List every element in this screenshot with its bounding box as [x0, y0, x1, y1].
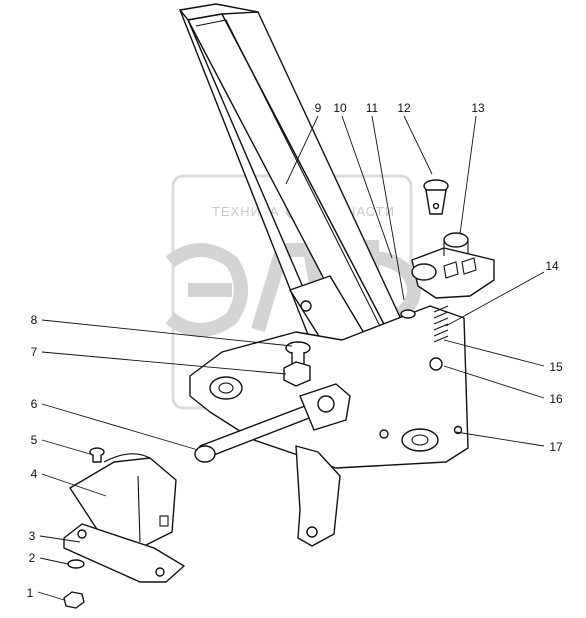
leader-17 — [455, 431, 545, 447]
spring-coils — [433, 305, 449, 343]
cover-notch — [159, 515, 169, 527]
callout-8: 8 — [31, 313, 38, 327]
pin-cross-hole — [432, 202, 440, 210]
nut-7 — [283, 361, 311, 387]
screw-5 — [89, 447, 105, 463]
plate-hole-right — [401, 428, 439, 452]
leader-8 — [41, 319, 293, 347]
callout-11: 11 — [366, 101, 379, 115]
leader-1 — [37, 591, 65, 601]
callout-15: 15 — [549, 360, 563, 374]
cover-curve — [103, 453, 151, 463]
cover-block-4 — [69, 453, 177, 549]
base-plate-hole-1 — [77, 529, 87, 539]
base-plate-3 — [63, 523, 185, 583]
pin-shank — [425, 189, 447, 215]
callout-12: 12 — [397, 101, 411, 115]
screw-shank — [92, 455, 102, 463]
leader-5 — [41, 439, 91, 455]
leader-14 — [445, 271, 545, 327]
callout-labels: 1 2 3 4 5 6 7 8 9 10 11 12 13 14 15 16 1… — [27, 101, 563, 600]
leader-15 — [443, 339, 545, 367]
latch-tooth-2 — [461, 257, 477, 275]
leader-4 — [41, 473, 107, 497]
washer-2 — [67, 559, 85, 569]
base-plate-hole-2 — [155, 567, 165, 577]
pedal-arm-groove — [195, 19, 399, 363]
leader-11 — [371, 115, 405, 301]
callout-14: 14 — [545, 259, 559, 273]
lever-bolt-upper — [300, 300, 312, 312]
leader-10 — [341, 115, 393, 259]
shaft-end — [194, 445, 216, 463]
latch-eye — [411, 263, 437, 281]
callout-7: 7 — [31, 345, 38, 359]
callout-2: 2 — [29, 551, 36, 565]
spring-14 — [433, 305, 449, 343]
callout-3: 3 — [29, 529, 36, 543]
callout-17: 17 — [549, 440, 563, 454]
plate-small-hole-1 — [379, 429, 389, 439]
callout-5: 5 — [31, 433, 38, 447]
callout-4: 4 — [31, 467, 38, 481]
latch-assembly — [400, 232, 495, 319]
lower-arm-hole — [306, 526, 318, 538]
small-pin-11 — [400, 309, 416, 319]
plate-hole-left-inner — [218, 382, 234, 394]
plate-hole-right-inner — [411, 434, 429, 446]
callout-16: 16 — [549, 392, 563, 406]
callout-6: 6 — [31, 397, 38, 411]
watermark-logo-e — [165, 243, 248, 337]
bolt-assembly — [283, 341, 311, 387]
shaft-6 — [194, 383, 351, 463]
callout-9: 9 — [315, 101, 322, 115]
leader-12 — [403, 115, 433, 175]
latch-cylinder-top-13 — [443, 232, 469, 248]
leader-lines — [37, 115, 545, 601]
callout-1: 1 — [27, 586, 34, 600]
latch-tooth-1 — [443, 261, 459, 279]
callout-13: 13 — [471, 101, 485, 115]
leader-3 — [39, 535, 81, 543]
latch-body-13 — [411, 247, 495, 299]
nut-1 — [63, 591, 85, 609]
plate-stud-16 — [429, 357, 443, 371]
leader-16 — [443, 365, 545, 399]
latch-cylinder-sides — [443, 240, 469, 256]
cover-edge — [137, 475, 141, 543]
base-plate-outline — [63, 523, 185, 583]
clevis-hole — [317, 395, 335, 413]
leader-2 — [39, 557, 69, 565]
pin-12 — [423, 179, 449, 215]
leader-13 — [459, 115, 477, 235]
screw-head — [89, 447, 105, 457]
callout-10: 10 — [333, 101, 347, 115]
plate-hole-left — [209, 376, 243, 400]
leader-7 — [41, 351, 287, 375]
leader-9 — [285, 115, 319, 185]
lower-arm — [295, 445, 341, 547]
leader-6 — [41, 403, 199, 451]
